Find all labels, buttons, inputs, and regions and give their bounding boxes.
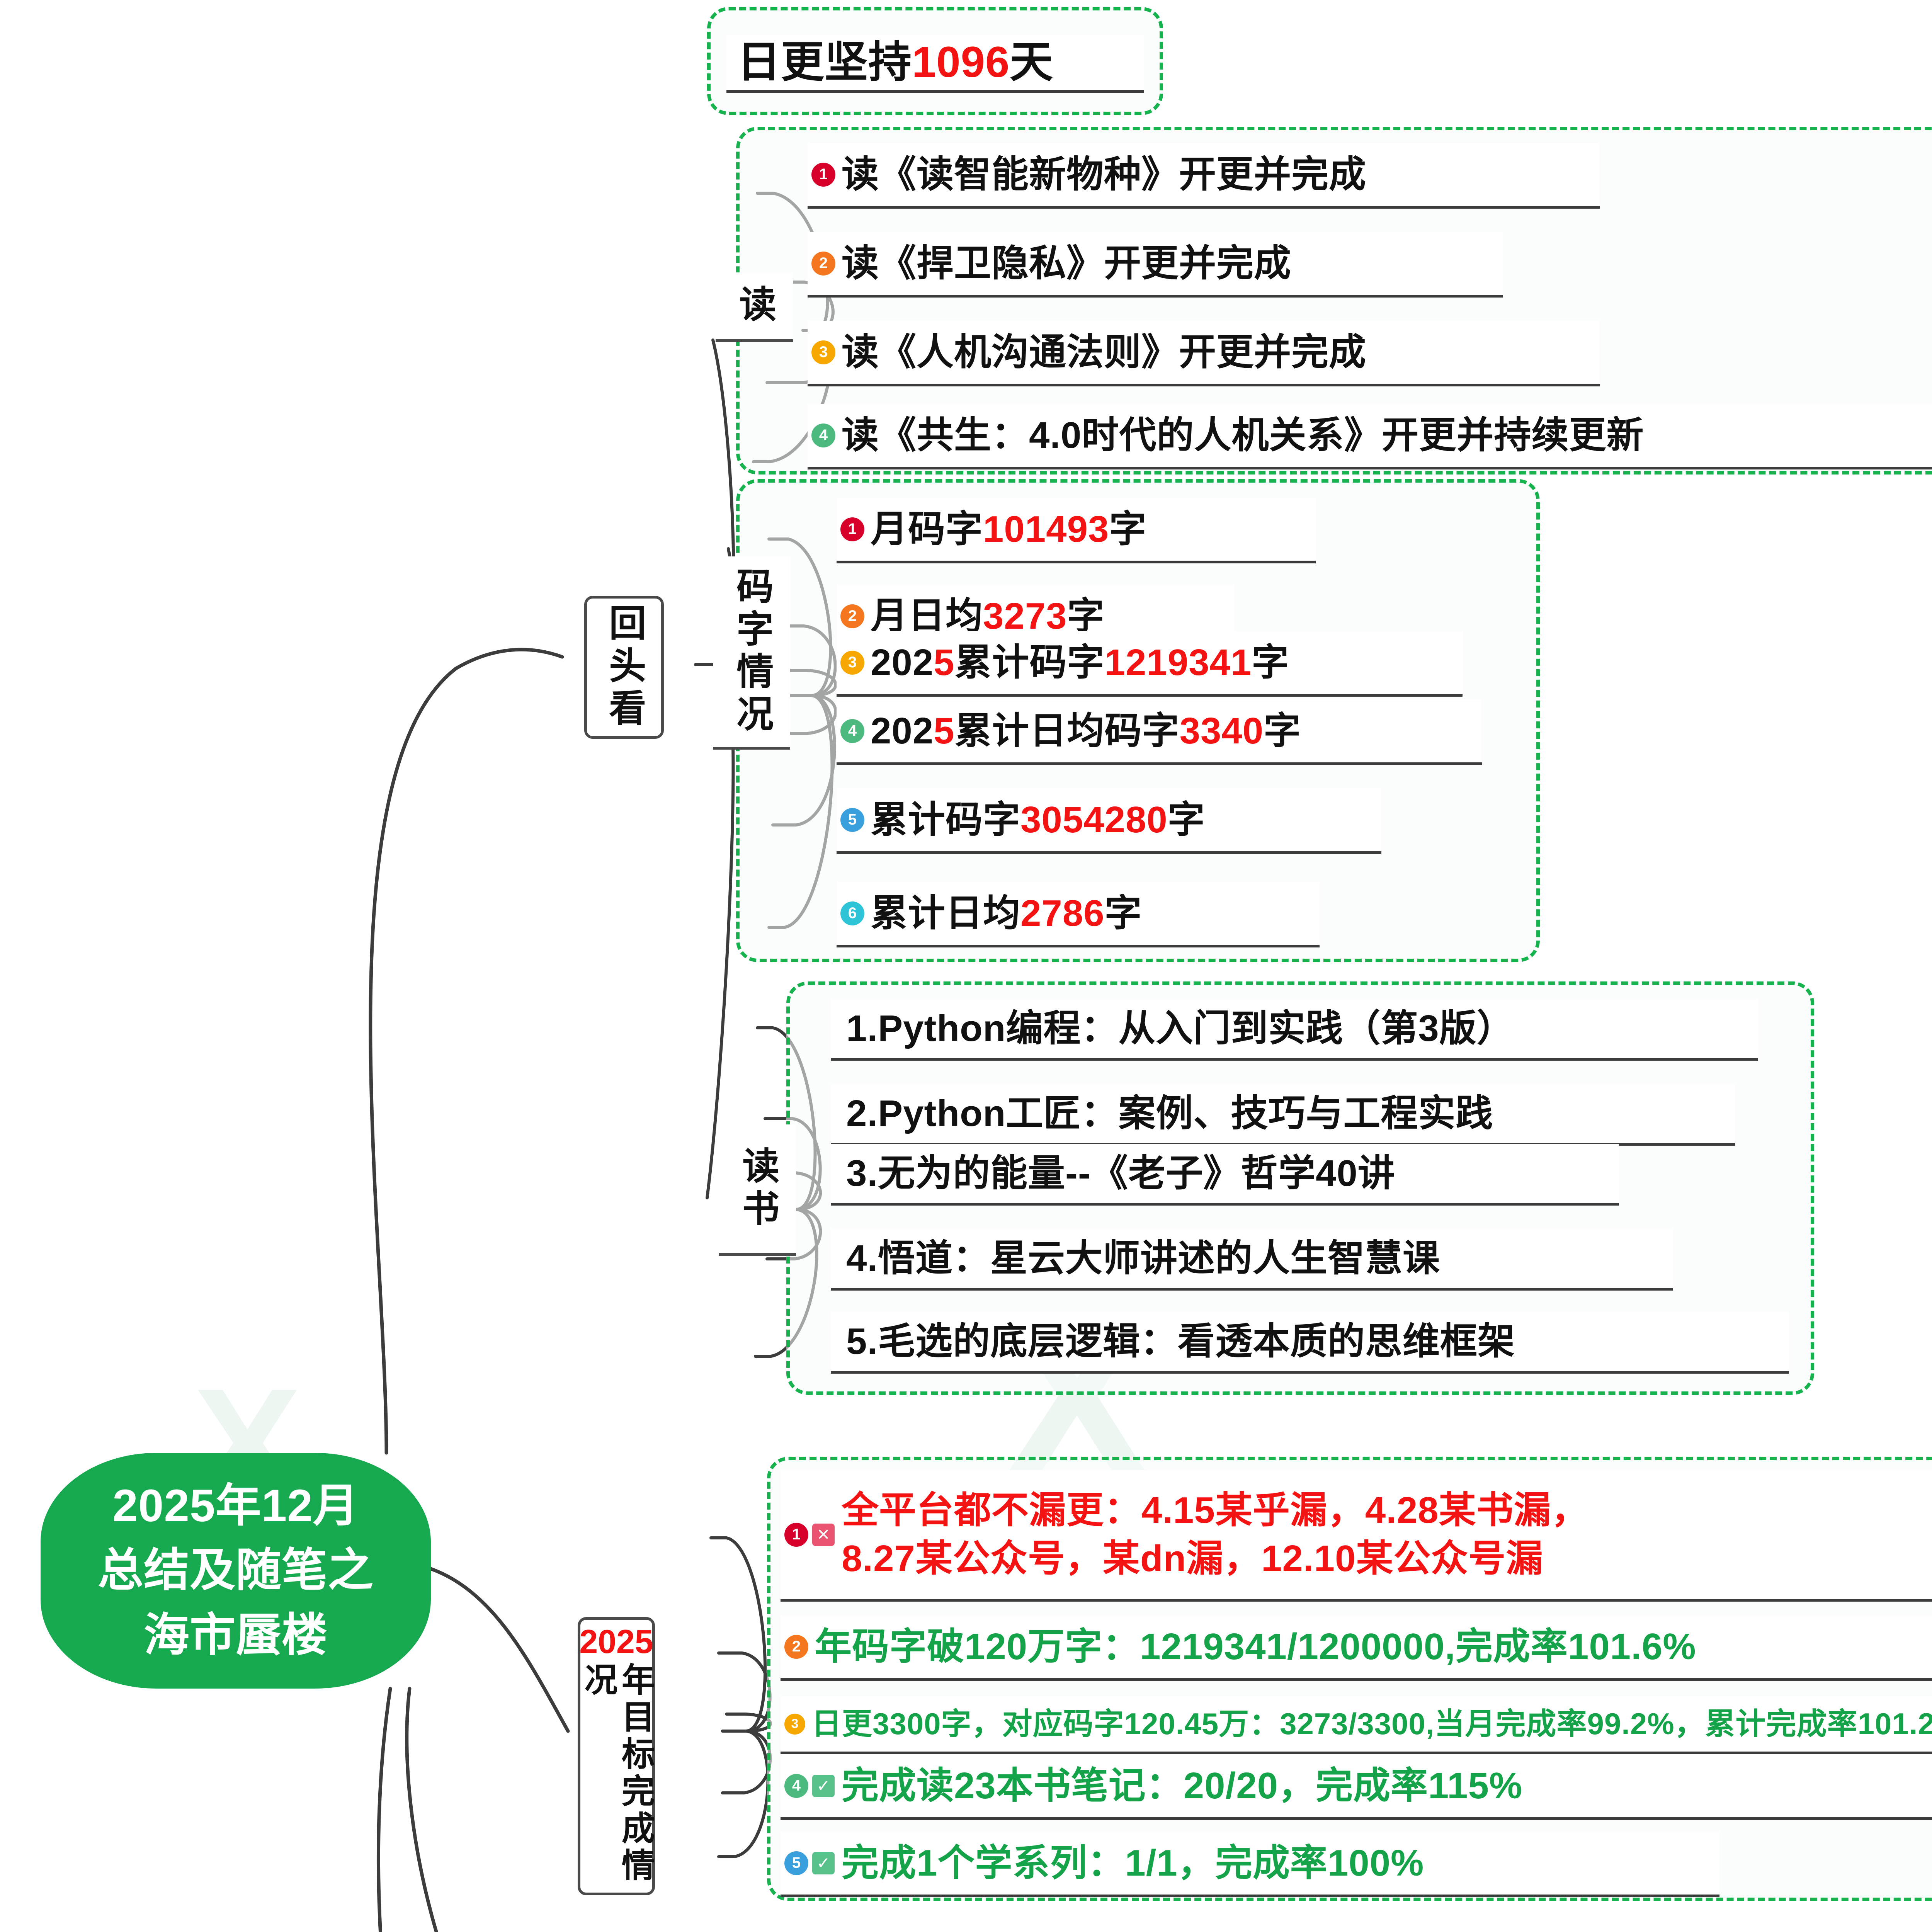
leaf-dushu-4[interactable]: 4.悟道：星云大师讲述的人生智慧课 [831, 1229, 1673, 1291]
root-node[interactable]: 2025年12月 总结及随笔之 海市蜃楼 [41, 1453, 431, 1689]
leaf-mazi-5[interactable]: 5 累计码字3054280字 [837, 788, 1381, 854]
branch-label-mazi-text: 码字情况 [731, 566, 772, 737]
leaf-mubiao-4[interactable]: 4 ✓ 完成读23本书笔记：20/20，完成率115% [781, 1754, 1932, 1820]
branch-label-dushu[interactable]: 读书 [719, 1124, 796, 1256]
mubiao-1-line2: 8.27某公众号，某dn漏，12.10某公众号漏 [842, 1537, 1544, 1579]
root-line-3: 海市蜃楼 [143, 1609, 328, 1661]
leaf-du-3[interactable]: 3 读《人机沟通法则》开更并完成 [808, 321, 1600, 386]
mazi-4-mid: 5 [934, 710, 955, 752]
mazi-3-num: 1219341 [1104, 641, 1252, 683]
mazi-4-num: 3340 [1179, 710, 1264, 752]
leaf-mubiao-4-text: 完成读23本书笔记：20/20，完成率115% [842, 1765, 1523, 1806]
branch-label-mubiao[interactable]: 2025 年目标完成情况 [578, 1617, 655, 1895]
root-line-1: 2025年12月 [112, 1480, 359, 1531]
leaf-mubiao-5[interactable]: 5 ✓ 完成1个学系列：1/1，完成率100% [781, 1832, 1719, 1897]
leaf-dushu-1[interactable]: 1.Python编程：从入门到实践（第3版） [831, 999, 1758, 1061]
mazi-5-num: 3054280 [1020, 799, 1168, 840]
mazi-3-pre: 202 [871, 641, 934, 683]
mazi-1-pre: 月码字 [871, 508, 983, 550]
branch-label-mubiao-rest: 年目标完成情况 [579, 1662, 654, 1885]
branch-label-huitoukan[interactable]: 回头看 [584, 596, 664, 739]
leaf-du-4-text: 读《共生：4.0时代的人机关系》开更并持续更新 [842, 414, 1644, 456]
mazi-5-pre: 累计码字 [871, 799, 1020, 840]
mazi-6-post: 字 [1104, 892, 1142, 934]
leaf-mubiao-2-text: 年码字破120万字：1219341/1200000,完成率101.6% [815, 1626, 1696, 1667]
bullet-1: 1 [784, 1522, 808, 1547]
mazi-1-num: 101493 [983, 508, 1109, 550]
branch-label-huitoukan-text: 回头看 [603, 604, 645, 731]
leaf-dushu-2[interactable]: 2.Python工匠：案例、技巧与工程实践 [831, 1084, 1735, 1146]
bullet-4: 4 [784, 1774, 808, 1798]
bullet-3: 3 [811, 340, 835, 364]
mazi-1-post: 字 [1109, 508, 1147, 550]
bullet-5: 5 [840, 808, 864, 832]
leaf-du-3-text: 读《人机沟通法则》开更并完成 [842, 331, 1366, 373]
mazi-3-pre2: 累计码字 [954, 641, 1105, 683]
leaf-du-1-text: 读《读智能新物种》开更并完成 [842, 153, 1366, 195]
mazi-3-post: 字 [1252, 641, 1289, 683]
bullet-3: 3 [784, 1713, 805, 1735]
check-badge-icon: ✓ [812, 1852, 835, 1874]
leaf-du-2[interactable]: 2 读《捍卫隐私》开更并完成 [808, 232, 1503, 298]
bullet-2: 2 [784, 1634, 808, 1659]
bullet-5: 5 [784, 1851, 808, 1875]
branch-label-mubiao-year: 2025 [579, 1623, 653, 1660]
leaf-mubiao-2[interactable]: 2 年码字破120万字：1219341/1200000,完成率101.6% [781, 1615, 1932, 1681]
mazi-4-pre: 202 [871, 710, 934, 752]
mubiao-1-line1: 全平台都不漏更：4.15某乎漏，4.28某书漏， [842, 1489, 1589, 1531]
bullet-6: 6 [840, 901, 864, 925]
leaf-dushu-4-text: 4.悟道：星云大师讲述的人生智慧课 [846, 1237, 1440, 1279]
leaf-mubiao-3-text: 日更3300字，对应码字120.45万：3273/3300,当月完成率99.2%… [811, 1707, 1932, 1741]
mazi-2-post: 字 [1067, 595, 1105, 637]
check-badge-icon: ✓ [812, 1774, 835, 1797]
bullet-2: 2 [840, 604, 864, 628]
mazi-5-post: 字 [1167, 799, 1205, 840]
leaf-mazi-4[interactable]: 4 2025累计日均码字3340字 [837, 699, 1482, 765]
leaf-mazi-6[interactable]: 6 累计日均2786字 [837, 882, 1320, 947]
branch-label-du[interactable]: 读 [716, 272, 793, 342]
bullet-4: 4 [840, 719, 864, 743]
bullet-2: 2 [811, 251, 835, 276]
daily-streak-prefix: 日更坚持 [737, 38, 912, 87]
leaf-mubiao-5-text: 完成1个学系列：1/1，完成率100% [842, 1842, 1424, 1884]
leaf-mazi-3[interactable]: 3 2025累计码字1219341字 [837, 631, 1463, 697]
leaf-daily-streak[interactable]: 日更坚持1096天 [726, 35, 1144, 93]
branch-label-mazi[interactable]: 码字情况 [713, 556, 790, 750]
bullet-4: 4 [811, 423, 835, 447]
leaf-du-4[interactable]: 4 读《共生：4.0时代的人机关系》开更并持续更新 [808, 404, 1932, 469]
root-line-2: 总结及随笔之 [97, 1545, 374, 1596]
leaf-mazi-1[interactable]: 1 月码字101493字 [837, 498, 1316, 563]
daily-streak-suffix: 天 [1010, 38, 1054, 87]
cross-badge-icon: ✕ [812, 1523, 835, 1546]
bullet-3: 3 [840, 650, 864, 675]
leaf-mubiao-1[interactable]: 1 ✕ 全平台都不漏更：4.15某乎漏，4.28某书漏， 8.27某公众号，某d… [781, 1470, 1932, 1602]
bullet-1: 1 [840, 517, 864, 541]
bullet-1: 1 [811, 162, 835, 187]
leaf-mubiao-3[interactable]: 3 日更3300字，对应码字120.45万：3273/3300,当月完成率99.… [781, 1696, 1932, 1754]
daily-streak-number: 1096 [912, 38, 1010, 87]
leaf-dushu-2-text: 2.Python工匠：案例、技巧与工程实践 [846, 1092, 1493, 1134]
leaf-dushu-5[interactable]: 5.毛选的底层逻辑：看透本质的思维框架 [831, 1312, 1789, 1374]
mazi-2-num: 3273 [983, 595, 1067, 637]
leaf-dushu-3-text: 3.无为的能量--《老子》哲学40讲 [846, 1152, 1395, 1194]
leaf-dushu-3[interactable]: 3.无为的能量--《老子》哲学40讲 [831, 1144, 1619, 1206]
mazi-4-post: 字 [1264, 710, 1301, 752]
mazi-6-num: 2786 [1020, 892, 1105, 934]
mazi-4-pre2: 累计日均码字 [954, 710, 1180, 752]
leaf-du-1[interactable]: 1 读《读智能新物种》开更并完成 [808, 143, 1600, 209]
branch-label-du-text: 读 [733, 284, 775, 327]
leaf-dushu-1-text: 1.Python编程：从入门到实践（第3版） [846, 1007, 1514, 1049]
mazi-3-mid: 5 [934, 641, 955, 683]
branch-label-dushu-text: 读书 [736, 1146, 778, 1231]
mazi-2-pre: 月日均 [871, 595, 983, 637]
mazi-6-pre: 累计日均 [871, 892, 1020, 934]
leaf-du-2-text: 读《捍卫隐私》开更并完成 [842, 242, 1291, 284]
leaf-dushu-5-text: 5.毛选的底层逻辑：看透本质的思维框架 [846, 1320, 1515, 1362]
